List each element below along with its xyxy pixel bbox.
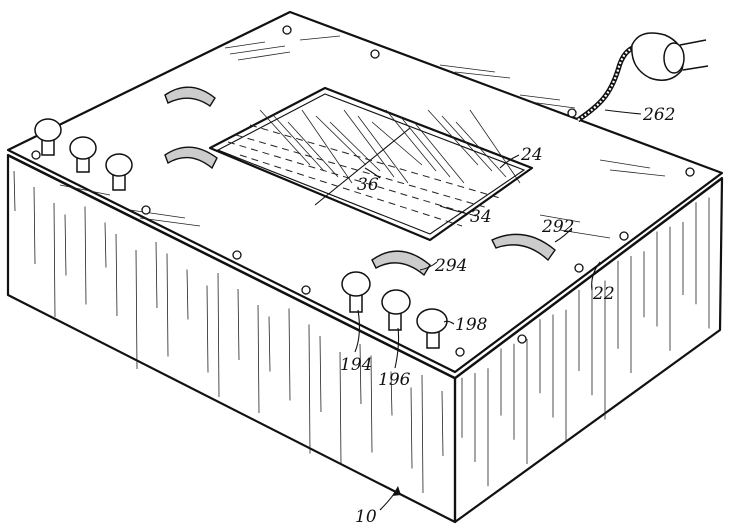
label-198: 198	[455, 315, 488, 335]
handle-front-left	[164, 146, 218, 170]
label-262: 262	[642, 105, 675, 125]
label-36: 36	[357, 175, 379, 195]
knob-194	[341, 271, 371, 313]
knob-196	[381, 289, 411, 331]
leader-lines	[354, 109, 642, 511]
knob-back-3	[105, 153, 133, 191]
right-side-wall	[453, 176, 724, 524]
label-34: 34	[470, 207, 492, 227]
knob-back-1	[34, 118, 62, 156]
dashed-lines	[227, 124, 501, 227]
knob-198	[416, 308, 448, 349]
knobs-back	[34, 118, 133, 191]
handle-back-left	[164, 86, 216, 107]
handle-front	[371, 250, 431, 277]
label-24: 24	[520, 145, 543, 165]
label-294: 294	[434, 256, 467, 276]
window	[208, 86, 534, 242]
plug	[631, 32, 709, 81]
knob-back-2	[69, 136, 97, 173]
label-196: 196	[378, 370, 411, 390]
power-cord	[576, 32, 709, 123]
screws	[31, 25, 695, 357]
label-10: 10	[355, 507, 377, 527]
handle-right	[491, 233, 556, 262]
label-292: 292	[541, 217, 574, 237]
knobs-front	[341, 271, 448, 349]
label-22: 22	[592, 284, 615, 304]
label-194: 194	[340, 355, 372, 375]
reference-labels: 24 36 34 292 294 22 198 194 196 262 10	[340, 105, 675, 527]
top-panel	[6, 10, 724, 380]
